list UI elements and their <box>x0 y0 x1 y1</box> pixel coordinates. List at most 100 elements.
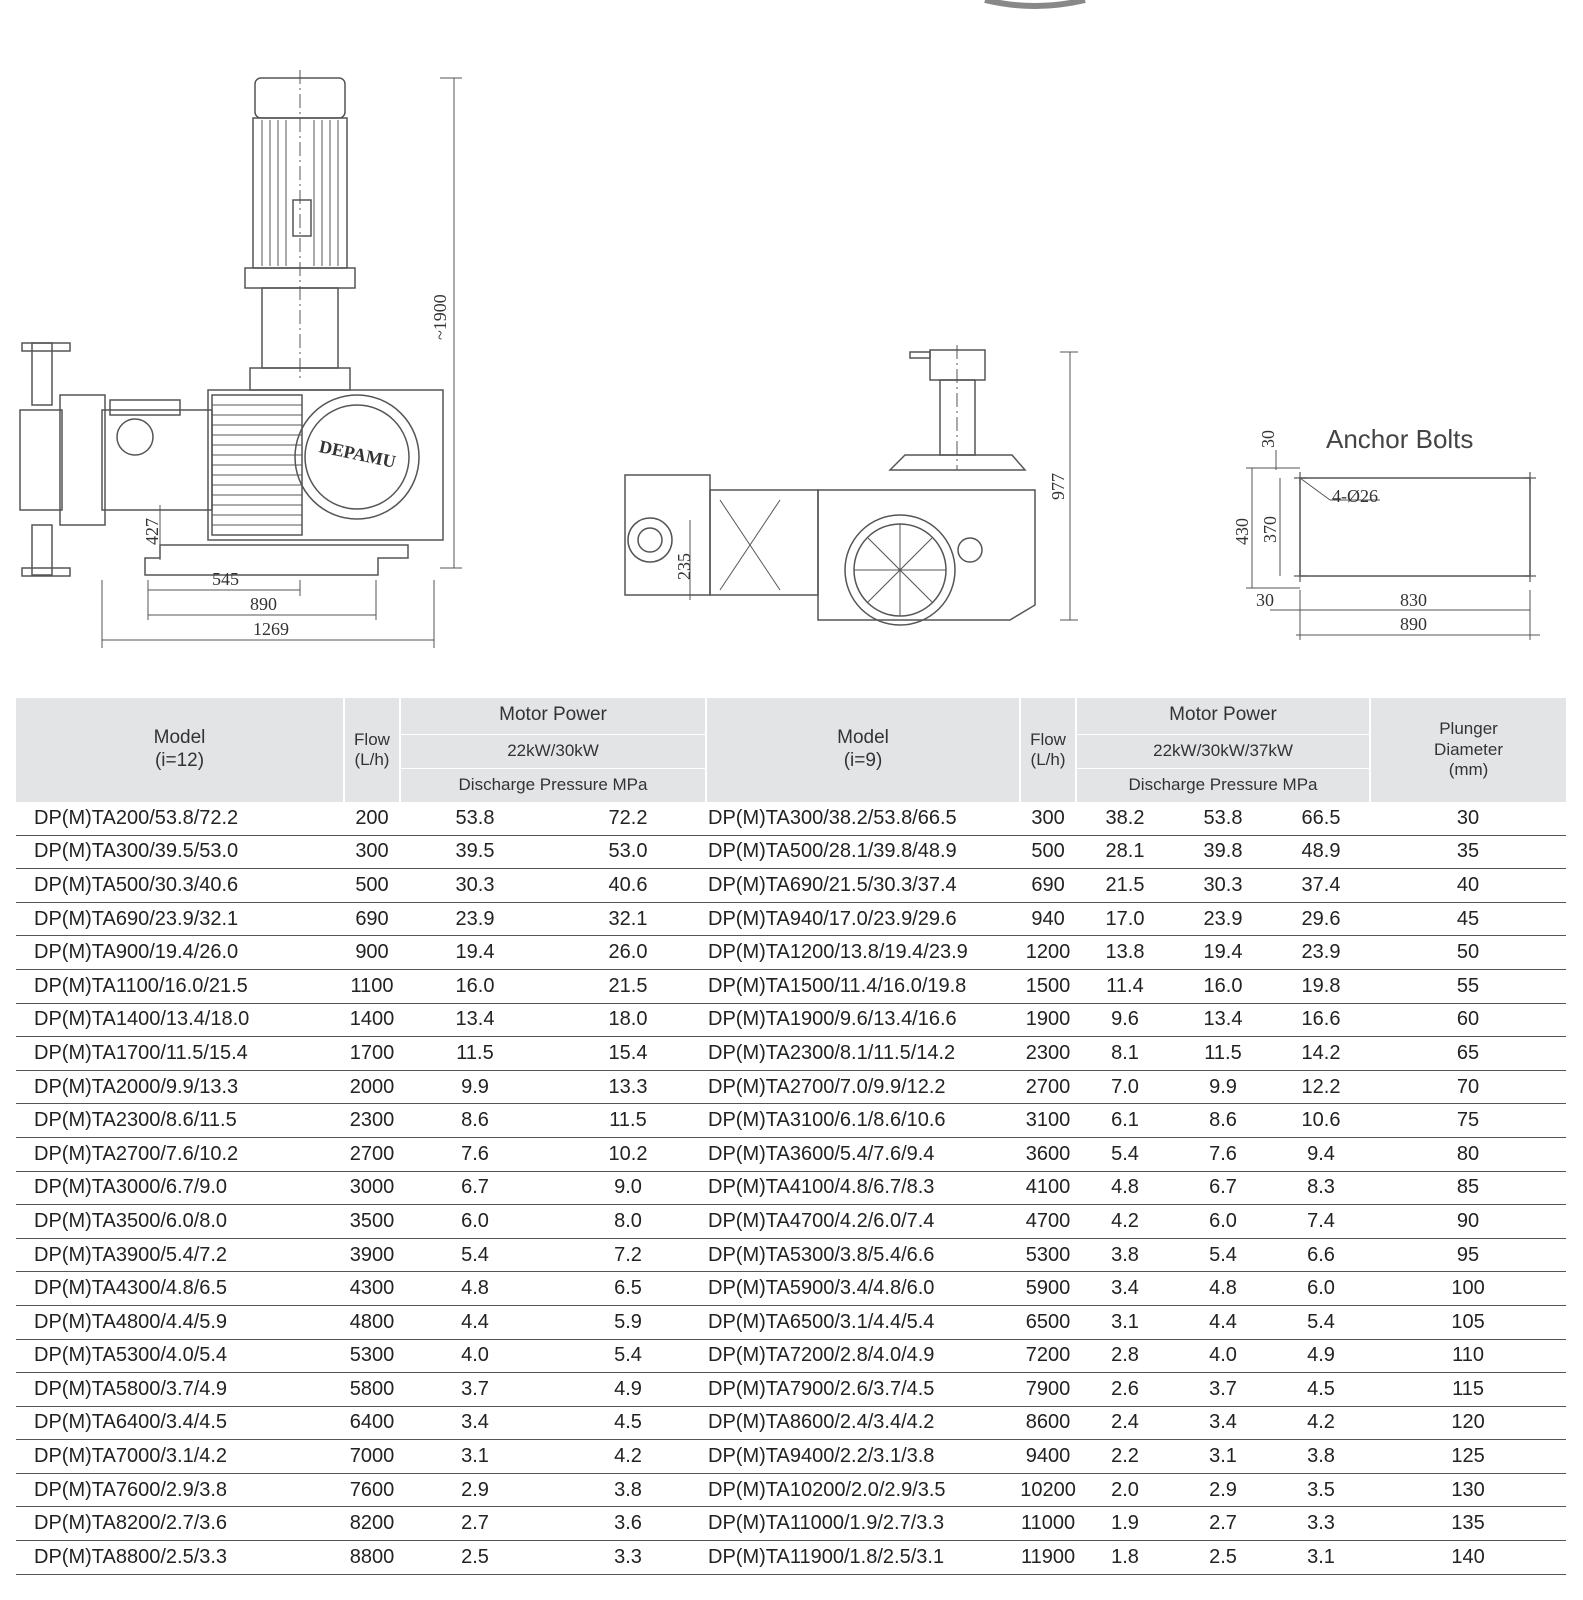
front-view-drawing: DEPAMU <box>19 70 462 648</box>
photo-edge-arc <box>984 0 1086 9</box>
cell-pressure-30kw-i9: 2.7 <box>1174 1506 1273 1542</box>
cell-pressure-30kw-i9: 3.7 <box>1174 1372 1273 1407</box>
cell-model-i9: DP(M)TA1200/13.8/19.4/23.9 <box>706 935 1021 970</box>
cell-pressure-22kw-i9: 21.5 <box>1076 868 1175 903</box>
technical-drawings: DEPAMU ~1900 427 545 890 1269 <box>0 0 1583 690</box>
cell-plunger-diameter: 55 <box>1370 969 1567 1004</box>
cell-pressure-30kw: 13.3 <box>550 1070 707 1105</box>
cell-model-i12: DP(M)TA300/39.5/53.0 <box>16 835 344 870</box>
cell-pressure-22kw-i9: 13.8 <box>1076 935 1175 970</box>
cell-pressure-37kw-i9: 12.2 <box>1272 1070 1371 1105</box>
header-pressure-left: Discharge Pressure MPa <box>398 768 707 802</box>
cell-pressure-37kw-i9: 3.5 <box>1272 1473 1371 1508</box>
anchor-bolts-title: Anchor Bolts <box>1326 424 1473 454</box>
cell-pressure-22kw-i9: 1.8 <box>1076 1540 1175 1575</box>
cell-model-i9: DP(M)TA9400/2.2/3.1/3.8 <box>706 1439 1021 1474</box>
cell-model-i9: DP(M)TA690/21.5/30.3/37.4 <box>706 868 1021 903</box>
cell-flow-i12: 6400 <box>344 1406 400 1441</box>
cell-model-i12: DP(M)TA1400/13.4/18.0 <box>16 1003 344 1038</box>
cell-model-i12: DP(M)TA6400/3.4/4.5 <box>16 1406 344 1441</box>
cell-pressure-37kw-i9: 6.6 <box>1272 1238 1371 1273</box>
dim-235: 235 <box>674 553 694 580</box>
cell-plunger-diameter: 125 <box>1370 1439 1567 1474</box>
cell-pressure-30kw: 7.2 <box>550 1238 707 1273</box>
cell-pressure-30kw: 40.6 <box>550 868 707 903</box>
dim-427: 427 <box>142 518 162 545</box>
cell-plunger-diameter: 130 <box>1370 1473 1567 1508</box>
cell-pressure-37kw-i9: 14.2 <box>1272 1036 1371 1071</box>
cell-plunger-diameter: 80 <box>1370 1137 1567 1172</box>
cell-model-i12: DP(M)TA8800/2.5/3.3 <box>16 1540 344 1575</box>
cell-flow-i12: 4300 <box>344 1271 400 1306</box>
cell-model-i9: DP(M)TA3600/5.4/7.6/9.4 <box>706 1137 1021 1172</box>
cell-pressure-22kw-i9: 28.1 <box>1076 835 1175 870</box>
cell-flow-i12: 500 <box>344 868 400 903</box>
cell-pressure-37kw-i9: 6.0 <box>1272 1271 1371 1306</box>
spec-table-header: Model (i=12) Flow (L/h) Motor Power Mode… <box>16 698 1567 802</box>
cell-pressure-30kw-i9: 9.9 <box>1174 1070 1273 1105</box>
header-flow-right-unit: (L/h) <box>1030 750 1066 769</box>
cell-pressure-22kw-i9: 2.8 <box>1076 1339 1175 1374</box>
cell-model-i9: DP(M)TA10200/2.0/2.9/3.5 <box>706 1473 1021 1508</box>
cell-pressure-22kw-i9: 9.6 <box>1076 1003 1175 1038</box>
cell-pressure-30kw-i9: 5.4 <box>1174 1238 1273 1273</box>
anchor-bolts-labels: Anchor Bolts 30 4-Ø26 430 370 30 830 890 <box>1232 424 1473 634</box>
cell-pressure-30kw: 4.9 <box>550 1372 707 1407</box>
header-model-right-title: Model <box>837 727 889 749</box>
cell-model-i12: DP(M)TA8200/2.7/3.6 <box>16 1506 344 1542</box>
cell-model-i12: DP(M)TA7600/2.9/3.8 <box>16 1473 344 1508</box>
cell-model-i9: DP(M)TA500/28.1/39.8/48.9 <box>706 835 1021 870</box>
cell-pressure-22kw: 19.4 <box>400 935 550 970</box>
cell-pressure-37kw-i9: 9.4 <box>1272 1137 1371 1172</box>
cell-plunger-diameter: 30 <box>1370 802 1567 836</box>
cell-plunger-diameter: 140 <box>1370 1540 1567 1575</box>
cell-flow-i12: 4800 <box>344 1305 400 1340</box>
cell-pressure-30kw-i9: 2.5 <box>1174 1540 1273 1575</box>
cell-pressure-22kw: 5.4 <box>400 1238 550 1273</box>
cell-pressure-22kw-i9: 17.0 <box>1076 902 1175 937</box>
cell-pressure-37kw-i9: 4.2 <box>1272 1406 1371 1441</box>
cell-model-i12: DP(M)TA3500/6.0/8.0 <box>16 1204 344 1239</box>
cell-flow-i12: 7600 <box>344 1473 400 1508</box>
cell-flow-i12: 1400 <box>344 1003 400 1038</box>
cell-pressure-30kw-i9: 2.9 <box>1174 1473 1273 1508</box>
cell-plunger-diameter: 60 <box>1370 1003 1567 1038</box>
header-model-left-title: Model <box>153 727 206 749</box>
cell-pressure-22kw: 4.8 <box>400 1271 550 1306</box>
cell-pressure-22kw: 7.6 <box>400 1137 550 1172</box>
header-model-right-ratio: (i=9) <box>843 750 883 771</box>
cell-pressure-30kw-i9: 19.4 <box>1174 935 1273 970</box>
cell-pressure-30kw-i9: 3.4 <box>1174 1406 1273 1441</box>
cell-model-i9: DP(M)TA300/38.2/53.8/66.5 <box>706 802 1021 836</box>
cell-pressure-30kw-i9: 11.5 <box>1174 1036 1273 1071</box>
cell-pressure-22kw-i9: 1.9 <box>1076 1506 1175 1542</box>
cell-model-i12: DP(M)TA900/19.4/26.0 <box>16 935 344 970</box>
side-view-dimensions: 977 235 <box>674 473 1068 580</box>
dim-height-1900: ~1900 <box>430 294 450 340</box>
cell-flow-i9: 1500 <box>1020 969 1077 1004</box>
cell-pressure-22kw-i9: 3.8 <box>1076 1238 1175 1273</box>
cell-flow-i12: 2300 <box>344 1103 400 1138</box>
cell-pressure-22kw: 6.0 <box>400 1204 550 1239</box>
header-model-right: Model (i=9) <box>705 698 1021 802</box>
cell-plunger-diameter: 110 <box>1370 1339 1567 1374</box>
cell-flow-i12: 200 <box>344 802 400 836</box>
dim-ab-430: 430 <box>1232 518 1252 545</box>
cell-pressure-22kw: 23.9 <box>400 902 550 937</box>
cell-flow-i12: 300 <box>344 835 400 870</box>
cell-pressure-22kw: 13.4 <box>400 1003 550 1038</box>
cell-pressure-30kw: 15.4 <box>550 1036 707 1071</box>
cell-plunger-diameter: 120 <box>1370 1406 1567 1441</box>
cell-pressure-30kw: 18.0 <box>550 1003 707 1038</box>
cell-pressure-22kw-i9: 38.2 <box>1076 802 1175 836</box>
cell-flow-i9: 2700 <box>1020 1070 1077 1105</box>
cell-flow-i9: 8600 <box>1020 1406 1077 1441</box>
